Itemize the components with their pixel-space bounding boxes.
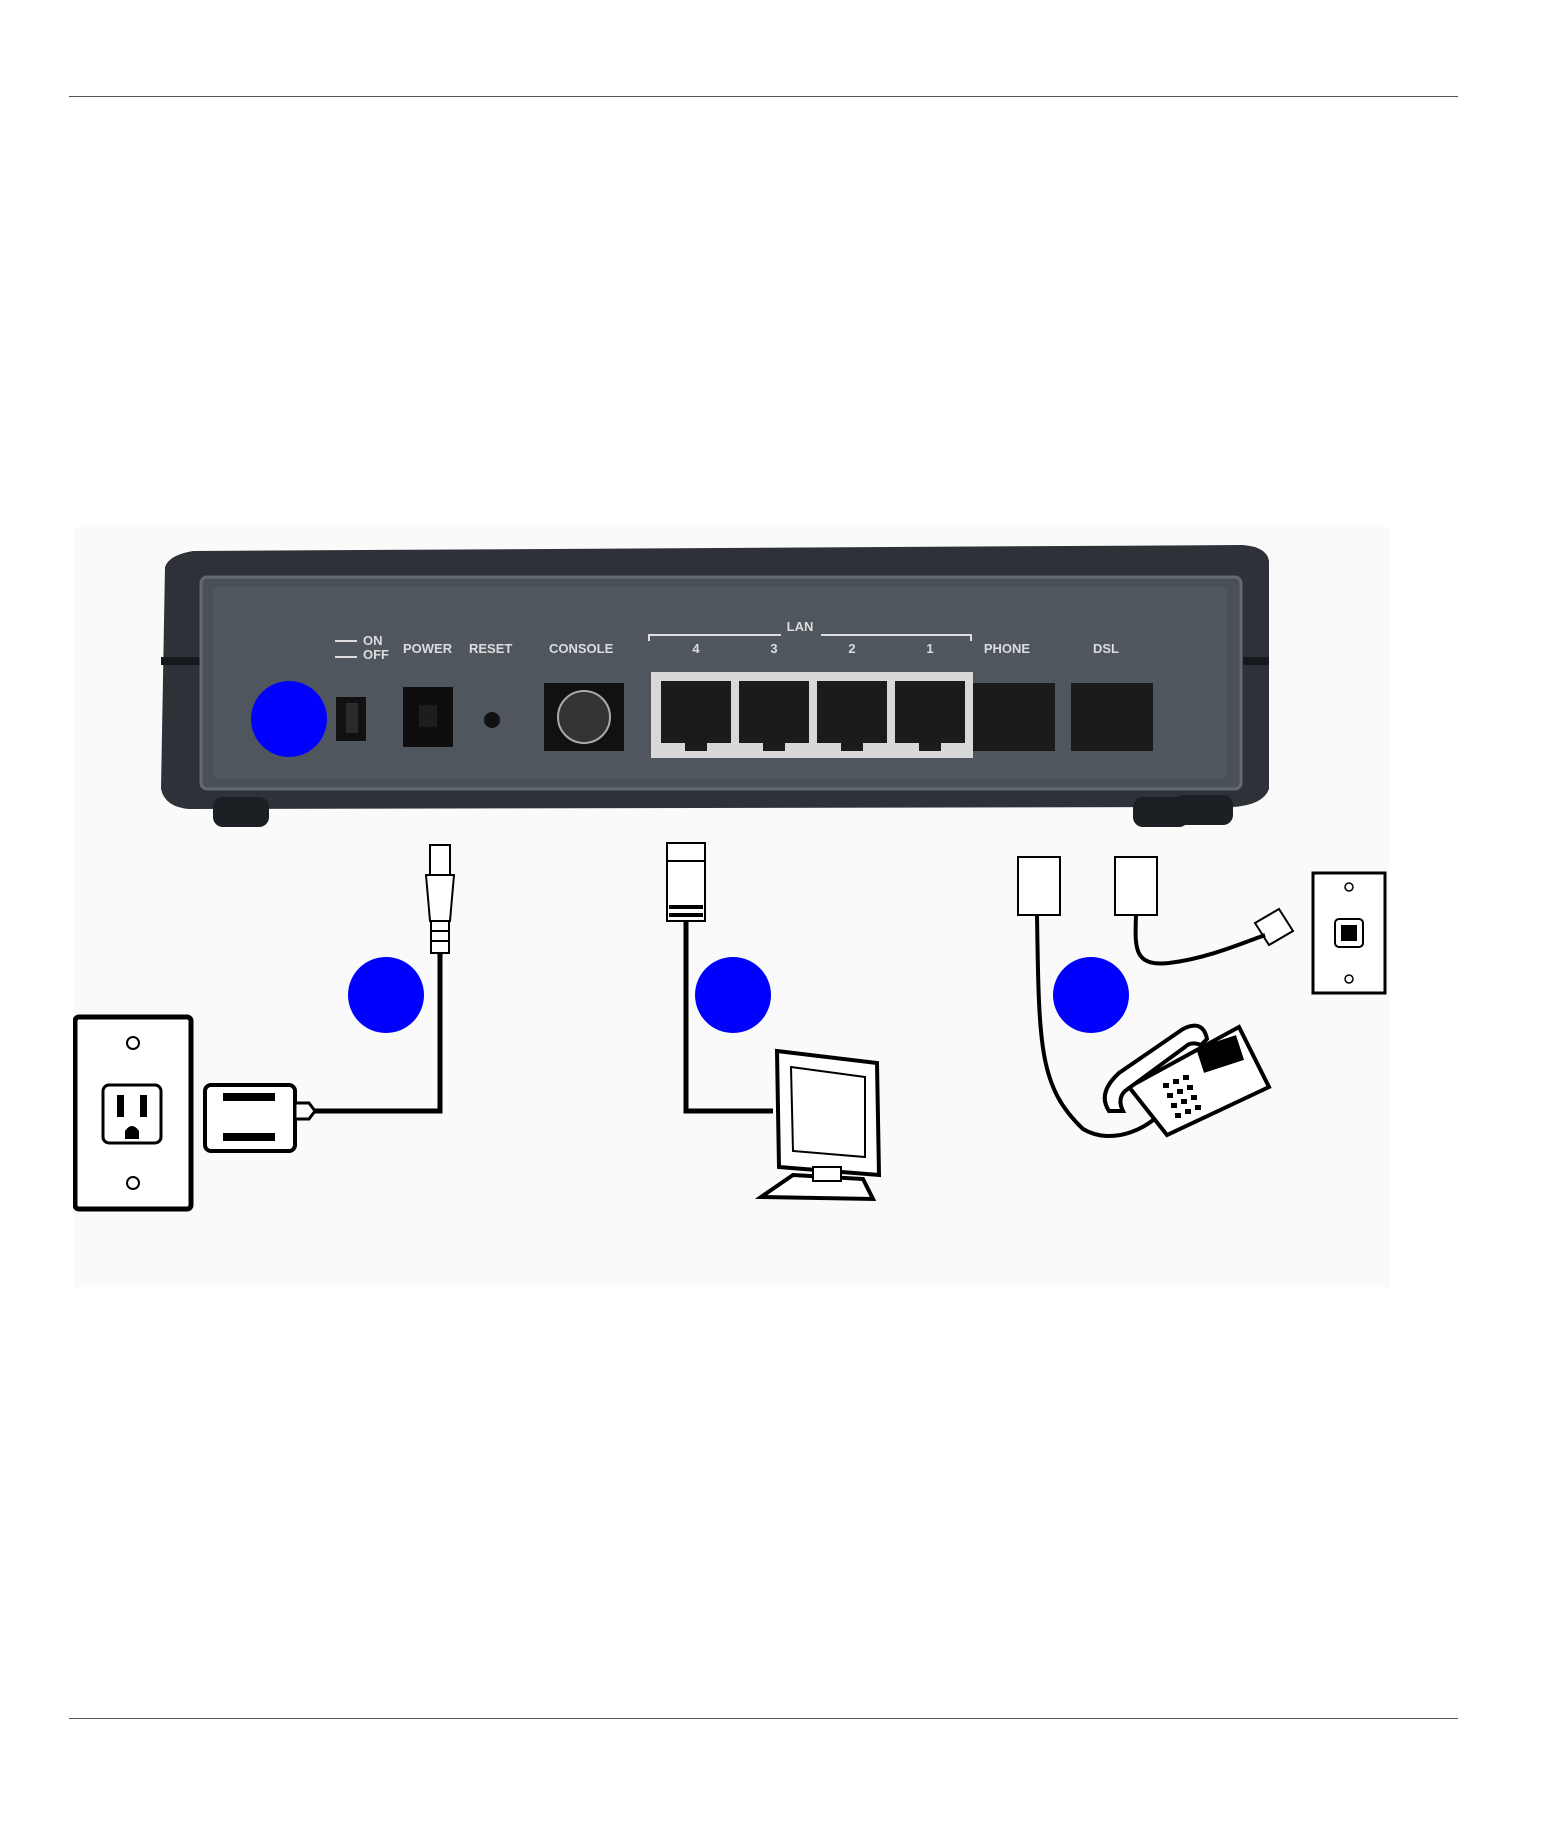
callout-marker — [348, 957, 424, 1033]
svg-text:POWER: POWER — [403, 641, 453, 656]
svg-text:1: 1 — [926, 641, 933, 656]
svg-text:2: 2 — [848, 641, 855, 656]
computer-monitor-icon — [761, 1051, 879, 1199]
callout-marker — [1053, 957, 1129, 1033]
svg-text:RESET: RESET — [469, 641, 512, 656]
power-label: POWER — [403, 641, 453, 656]
lan-port-2-label: 2 — [848, 641, 855, 656]
switch-on-label: ON — [363, 633, 383, 648]
callout-marker — [695, 957, 771, 1033]
dsl-label: DSL — [1093, 641, 1119, 656]
console-label: CONSOLE — [549, 641, 614, 656]
svg-text:4: 4 — [692, 641, 700, 656]
svg-text:CONSOLE: CONSOLE — [549, 641, 614, 656]
power-adapter-icon — [205, 1085, 315, 1151]
svg-text:ON: ON — [363, 633, 383, 648]
switch-off-label: OFF — [363, 647, 389, 662]
reset-label: RESET — [469, 641, 512, 656]
connection-figure: ON OFF POWER RESET CONSOLE LAN 4 3 2 1 P… — [73, 527, 1389, 1287]
svg-text:LAN: LAN — [787, 619, 814, 634]
callout-marker — [251, 681, 327, 757]
lan-port-4-label: 4 — [692, 641, 700, 656]
power-plug-icon — [426, 845, 454, 953]
phone-plug-icon — [1018, 857, 1293, 945]
telephone-icon — [1105, 1026, 1269, 1135]
lan-label: LAN — [787, 619, 814, 634]
lan-port-1-label: 1 — [926, 641, 933, 656]
svg-text:DSL: DSL — [1093, 641, 1119, 656]
header-rule — [69, 96, 1458, 97]
wall-outlet-icon — [75, 1017, 191, 1209]
phone-wall-jack-icon — [1313, 873, 1385, 993]
svg-text:OFF: OFF — [363, 647, 389, 662]
svg-text:3: 3 — [770, 641, 777, 656]
phone-label: PHONE — [984, 641, 1031, 656]
ethernet-plug-icon — [667, 843, 705, 921]
svg-text:PHONE: PHONE — [984, 641, 1031, 656]
footer-rule — [69, 1718, 1458, 1719]
lan-port-3-label: 3 — [770, 641, 777, 656]
router-back-panel-icon: ON OFF POWER RESET CONSOLE LAN 4 3 2 1 P… — [161, 545, 1269, 827]
